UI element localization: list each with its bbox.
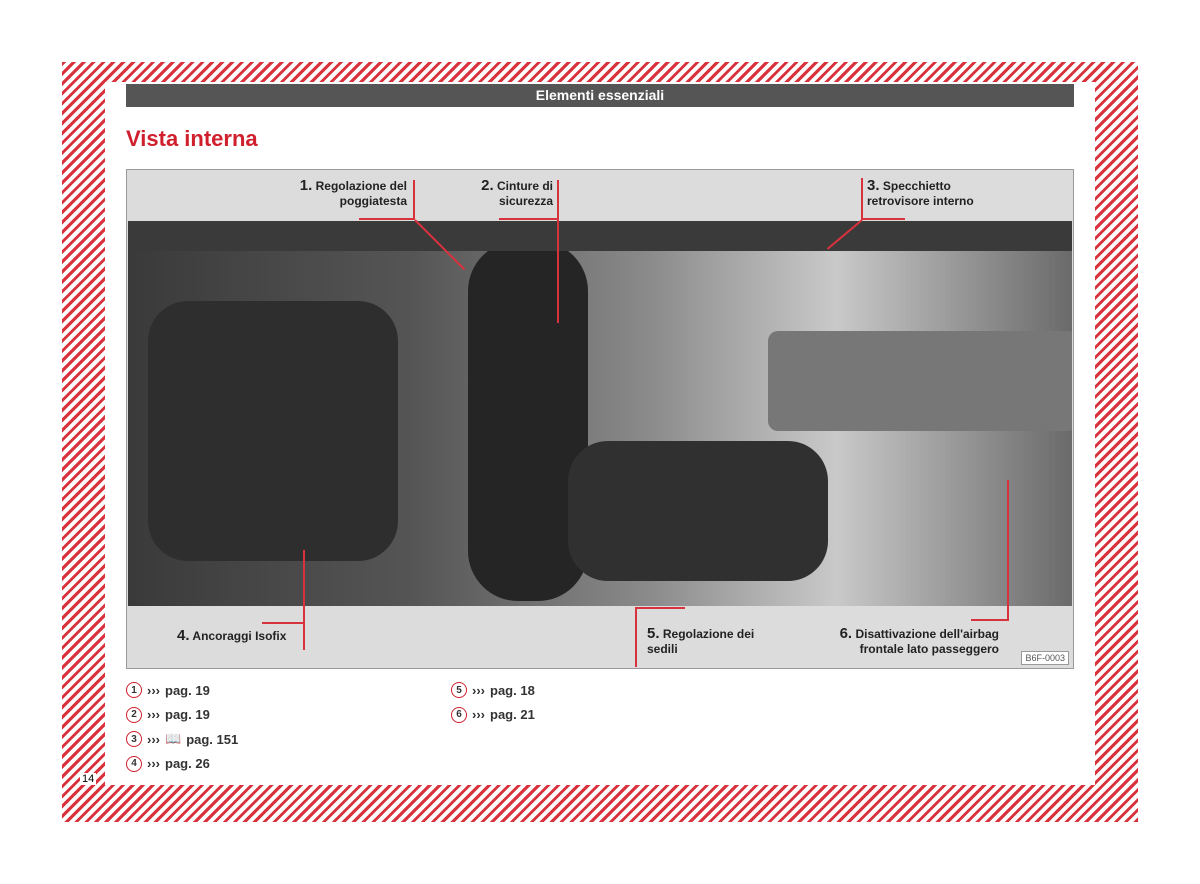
figure-code: B6F-0003: [1021, 651, 1069, 665]
reference-list-left: 1›››pag. 19 2›››pag. 19 3›››📖pag. 151 4›…: [126, 678, 238, 776]
section-header: Elementi essenziali: [126, 84, 1074, 107]
reference-item: 4›››pag. 26: [126, 752, 238, 777]
callout-6: 6. Disattivazione dell'airbag frontale l…: [839, 625, 999, 656]
page-link[interactable]: pag. 26: [165, 756, 210, 772]
callout-1: 1. Regolazione del poggiatesta: [299, 177, 407, 208]
callout-2: 2. Cinture di sicurezza: [481, 177, 553, 208]
reference-item: 5›››pag. 18: [451, 678, 535, 703]
page-link[interactable]: pag. 18: [490, 682, 535, 698]
callout-5: 5. Regolazione dei sedili: [647, 625, 755, 656]
page-number: 14: [80, 773, 97, 785]
callout-3: 3. Specchietto retrovisore interno: [867, 177, 974, 208]
reference-item: 1›››pag. 19: [126, 678, 238, 703]
page-link[interactable]: pag. 19: [165, 707, 210, 723]
reference-item: 3›››📖pag. 151: [126, 727, 238, 752]
page-link[interactable]: pag. 151: [186, 731, 239, 747]
book-search-icon: 📖: [165, 731, 182, 747]
reference-list-right: 5›››pag. 18 6›››pag. 21: [451, 678, 535, 727]
page-title: Vista interna: [126, 126, 258, 151]
interior-figure: 1. Regolazione del poggiatesta 2. Cintur…: [126, 169, 1074, 669]
reference-item: 2›››pag. 19: [126, 703, 238, 728]
callout-4: 4. Ancoraggi Isofix: [177, 627, 287, 644]
page-link[interactable]: pag. 19: [165, 682, 210, 698]
reference-item: 6›››pag. 21: [451, 703, 535, 728]
car-interior-photo: [128, 221, 1072, 606]
page-link[interactable]: pag. 21: [490, 707, 535, 723]
